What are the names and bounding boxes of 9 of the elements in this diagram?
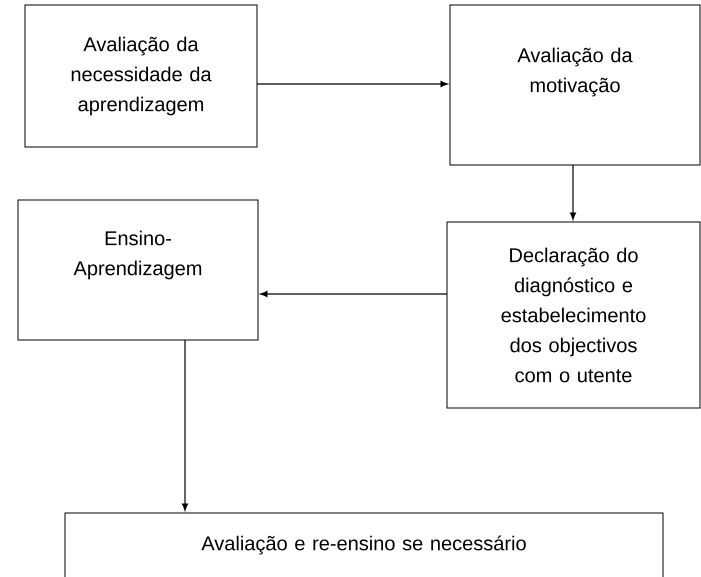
arrow: [260, 290, 446, 298]
process-box: Avaliação da motivação: [450, 4, 700, 166]
process-box: Ensino-Aprendizagem: [18, 199, 258, 340]
arrow: [258, 80, 448, 88]
process-box: Avaliação da necessidade da aprendizagem: [24, 4, 258, 148]
process-box: Avaliação e re-ensino se necessário: [64, 512, 664, 577]
process-box: Declaração do diagnóstico e estabelecimento dos objectivos com o utente: [446, 221, 700, 408]
arrow: [570, 165, 576, 220]
arrow: [182, 340, 188, 511]
